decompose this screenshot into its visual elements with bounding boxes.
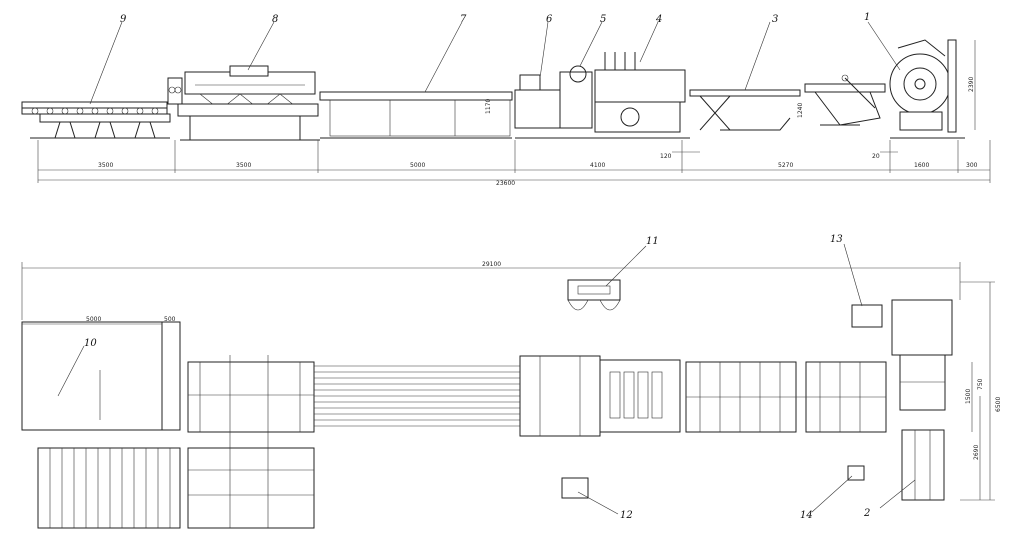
callout-10: 10 bbox=[84, 338, 97, 349]
callout-7: 7 bbox=[460, 14, 467, 25]
dim-plan-750: 750 bbox=[977, 378, 984, 390]
dim-side-1240: 1240 bbox=[797, 103, 804, 118]
callout-12: 12 bbox=[620, 510, 633, 521]
callout-14: 14 bbox=[800, 510, 813, 521]
item-11-control-cabinet bbox=[567, 279, 621, 311]
item-10-storage-area: 5000 500 bbox=[21, 316, 181, 431]
callout-1: 1 bbox=[864, 12, 870, 23]
dim-side-5000: 5000 bbox=[410, 162, 425, 169]
dim-plan-500: 500 bbox=[164, 316, 176, 323]
item-1-decoiler bbox=[889, 39, 965, 139]
item-1-decoiler-plan bbox=[891, 299, 953, 411]
dim-side-23600: 23600 bbox=[496, 180, 515, 187]
item-12-box bbox=[561, 477, 589, 499]
callout-3: 3 bbox=[772, 14, 778, 25]
plan-view-dimensions-right: 6500 1500 750 2690 bbox=[960, 281, 1002, 501]
plan-view: 29100 5000 500 bbox=[21, 261, 1002, 529]
dim-side-5270: 5270 bbox=[778, 162, 793, 169]
item-2-coil-car bbox=[901, 429, 945, 501]
dim-plan-6500: 6500 bbox=[995, 397, 1002, 412]
dim-plan-5000: 5000 bbox=[86, 316, 101, 323]
dim-plan-1500: 1500 bbox=[965, 389, 972, 404]
dim-plan-29100: 29100 bbox=[482, 261, 501, 268]
side-view-dimensions: 3500 3500 5000 4100 5270 1600 300 23600 … bbox=[37, 40, 991, 187]
item-3-conveyor bbox=[689, 74, 886, 131]
callout-9: 9 bbox=[120, 14, 127, 25]
callout-4: 4 bbox=[655, 14, 662, 25]
item-8-stacker-plan bbox=[187, 355, 315, 529]
item-3-conveyor-plan bbox=[685, 361, 887, 433]
item-4-straightener bbox=[594, 52, 690, 139]
item-4-5-6-machine-plan bbox=[519, 355, 681, 437]
callouts: 1 2 3 4 5 6 7 8 9 10 11 12 13 14 bbox=[57, 12, 916, 521]
callout-8: 8 bbox=[272, 14, 278, 25]
item-13-box bbox=[851, 304, 883, 328]
item-6-shear bbox=[514, 65, 600, 139]
callout-13: 13 bbox=[830, 234, 843, 245]
dim-side-4100: 4100 bbox=[590, 162, 605, 169]
item-14-box bbox=[847, 465, 865, 481]
side-view: 3500 3500 5000 4100 5270 1600 300 23600 … bbox=[21, 39, 991, 187]
dim-side-3500-b: 3500 bbox=[236, 162, 251, 169]
dim-side-120: 120 bbox=[660, 153, 672, 160]
dim-plan-2690: 2690 bbox=[973, 445, 980, 460]
dim-side-1600: 1600 bbox=[914, 162, 929, 169]
item-8-stacker bbox=[167, 65, 320, 141]
callout-5: 5 bbox=[600, 14, 606, 25]
item-7-strip-bundle-plan bbox=[314, 365, 520, 427]
callout-6: 6 bbox=[546, 14, 553, 25]
dim-side-20: 20 bbox=[872, 153, 880, 160]
item-9-outfeed-plan bbox=[37, 447, 181, 529]
dim-side-1170: 1170 bbox=[485, 99, 492, 114]
dim-side-2390: 2390 bbox=[968, 77, 975, 92]
item-9-roller-table bbox=[21, 101, 171, 139]
callout-2: 2 bbox=[863, 508, 870, 519]
dim-side-300: 300 bbox=[966, 162, 978, 169]
callout-11: 11 bbox=[646, 236, 659, 247]
item-7-table bbox=[319, 91, 513, 139]
dim-side-3500-a: 3500 bbox=[98, 162, 113, 169]
